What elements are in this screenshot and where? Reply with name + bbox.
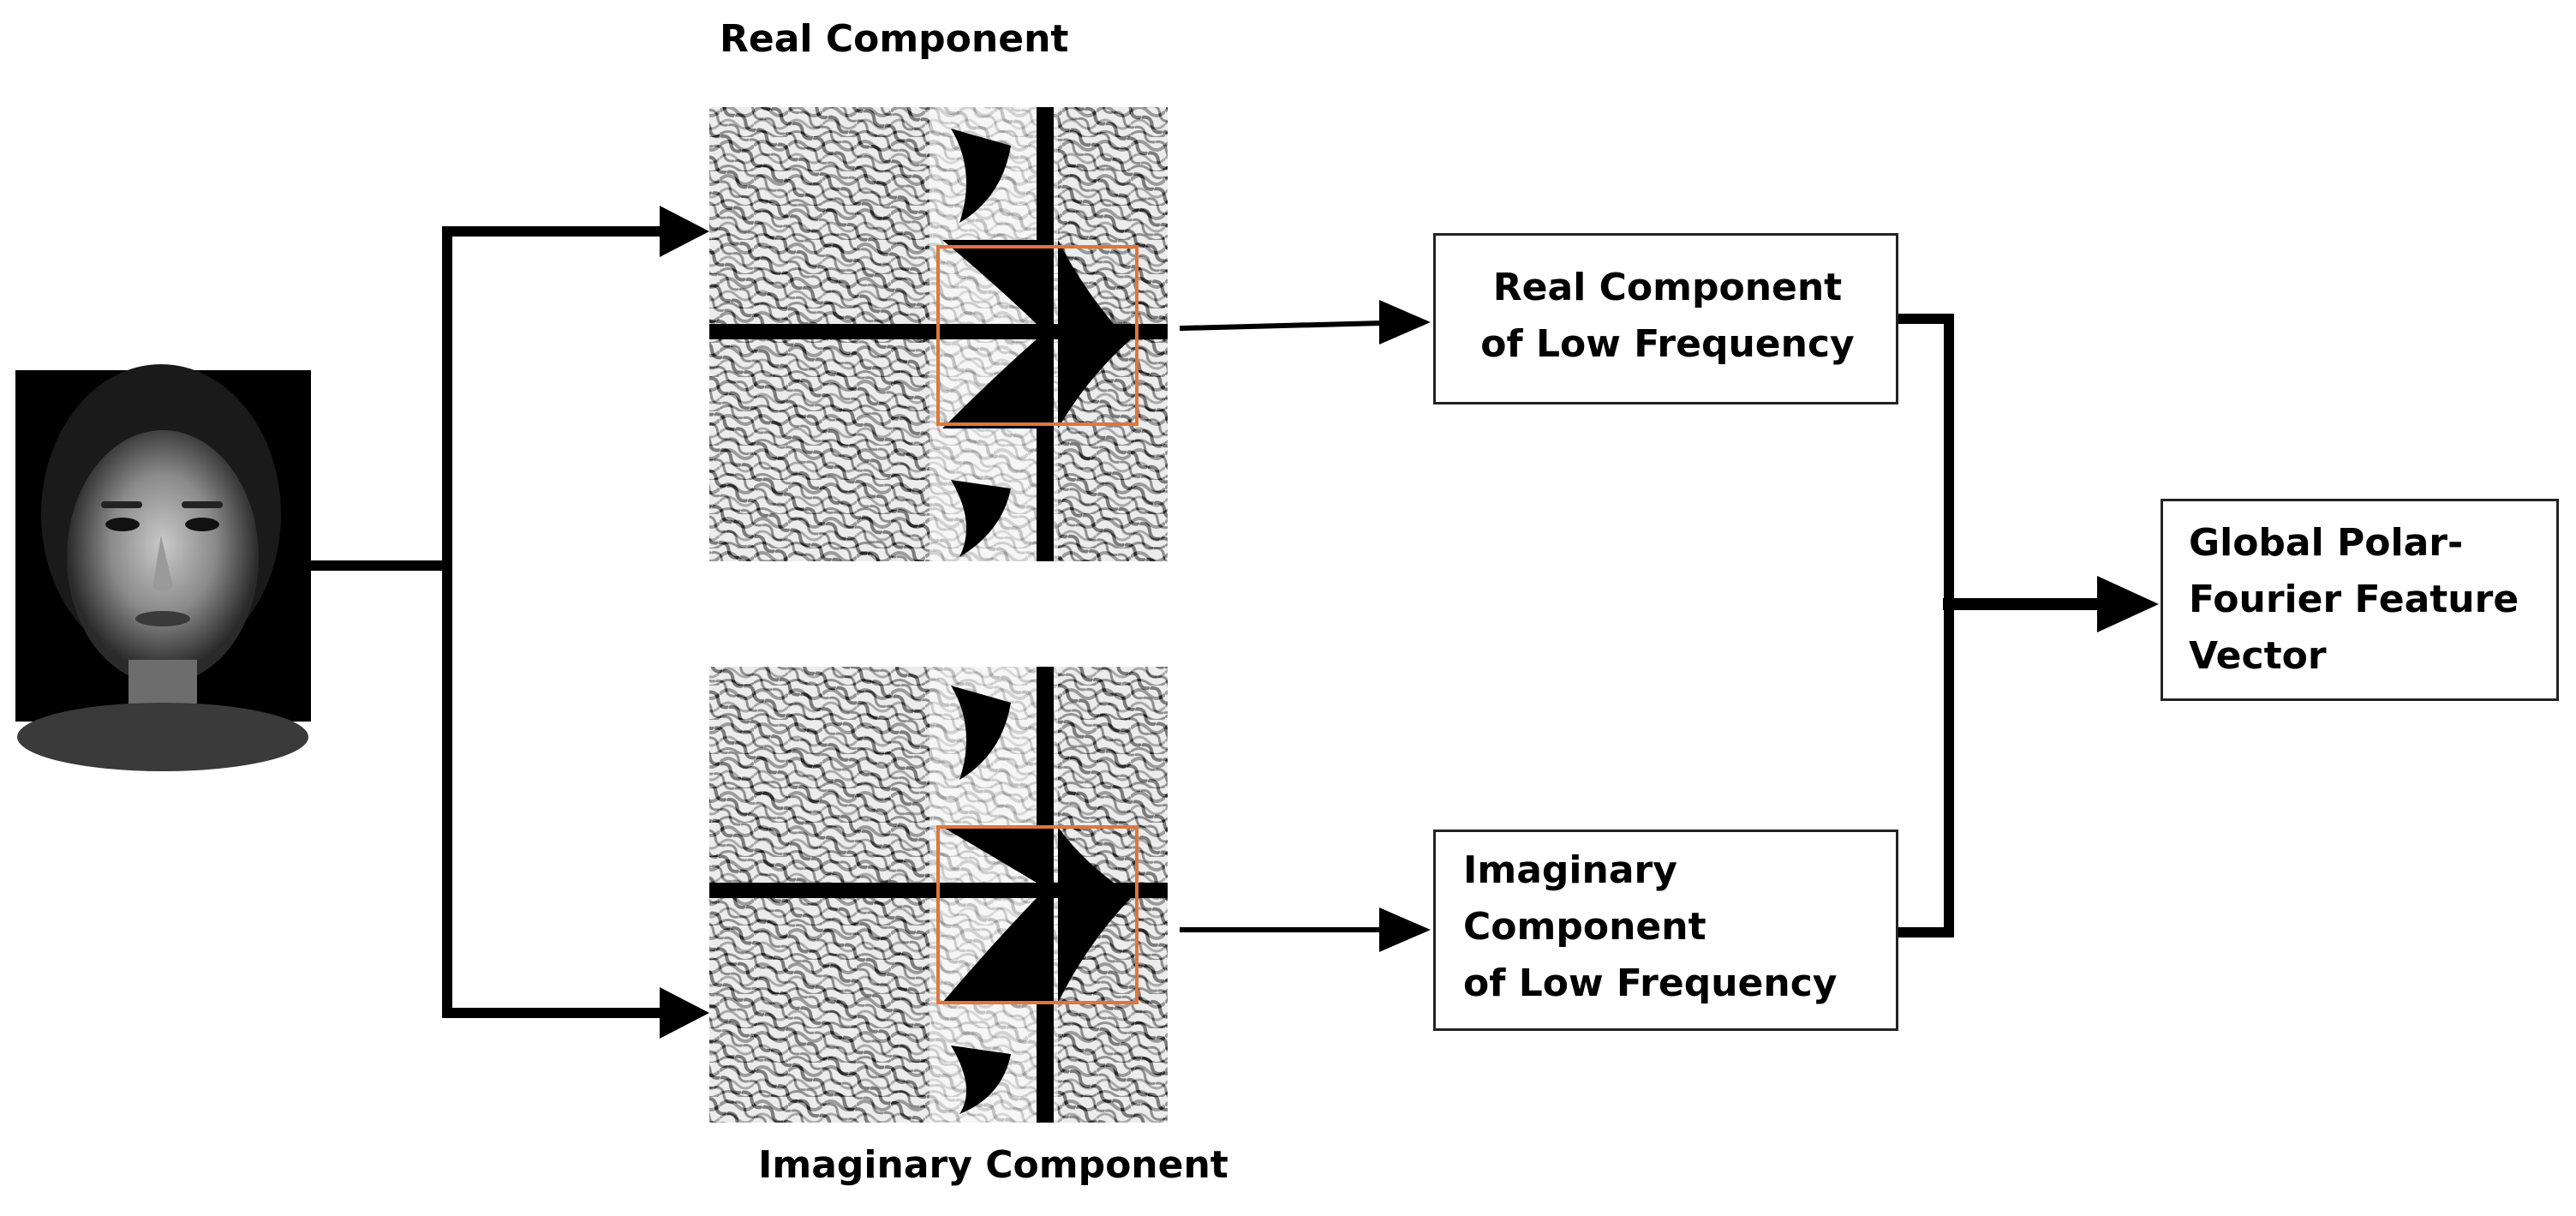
feature-vector-box: Global Polar- Fourier Feature Vector bbox=[2161, 499, 2559, 701]
arrowhead-to-feature-vector bbox=[2097, 576, 2159, 632]
arrowheads bbox=[660, 206, 2159, 1039]
imaginary-component-label: Imaginary Component bbox=[758, 1143, 1228, 1187]
arrowhead-to-real-spectrum bbox=[660, 206, 709, 257]
real-low-frequency-box: Real Component of Low Frequency bbox=[1433, 233, 1898, 404]
connectors bbox=[306, 226, 2109, 1018]
real-spectrum-image bbox=[709, 107, 1168, 561]
arrowhead-to-imaginary-spectrum bbox=[660, 987, 709, 1039]
real-low-frequency-highlight bbox=[936, 245, 1139, 426]
imaginary-spectrum-image bbox=[709, 667, 1168, 1123]
imaginary-low-frequency-highlight bbox=[936, 825, 1139, 1004]
imaginary-low-frequency-box: Imaginary Component of Low Frequency bbox=[1433, 830, 1898, 1031]
imaginary-low-frequency-text: Imaginary Component of Low Frequency bbox=[1463, 848, 1838, 1005]
arrowhead-to-real-box bbox=[1379, 300, 1431, 344]
face-photo-icon bbox=[15, 364, 311, 771]
arrowhead-to-imaginary-box bbox=[1379, 908, 1431, 952]
real-component-label: Real Component bbox=[720, 17, 1069, 61]
real-low-frequency-text: Real Component of Low Frequency bbox=[1480, 266, 1855, 366]
feature-vector-text: Global Polar- Fourier Feature Vector bbox=[2189, 521, 2519, 678]
